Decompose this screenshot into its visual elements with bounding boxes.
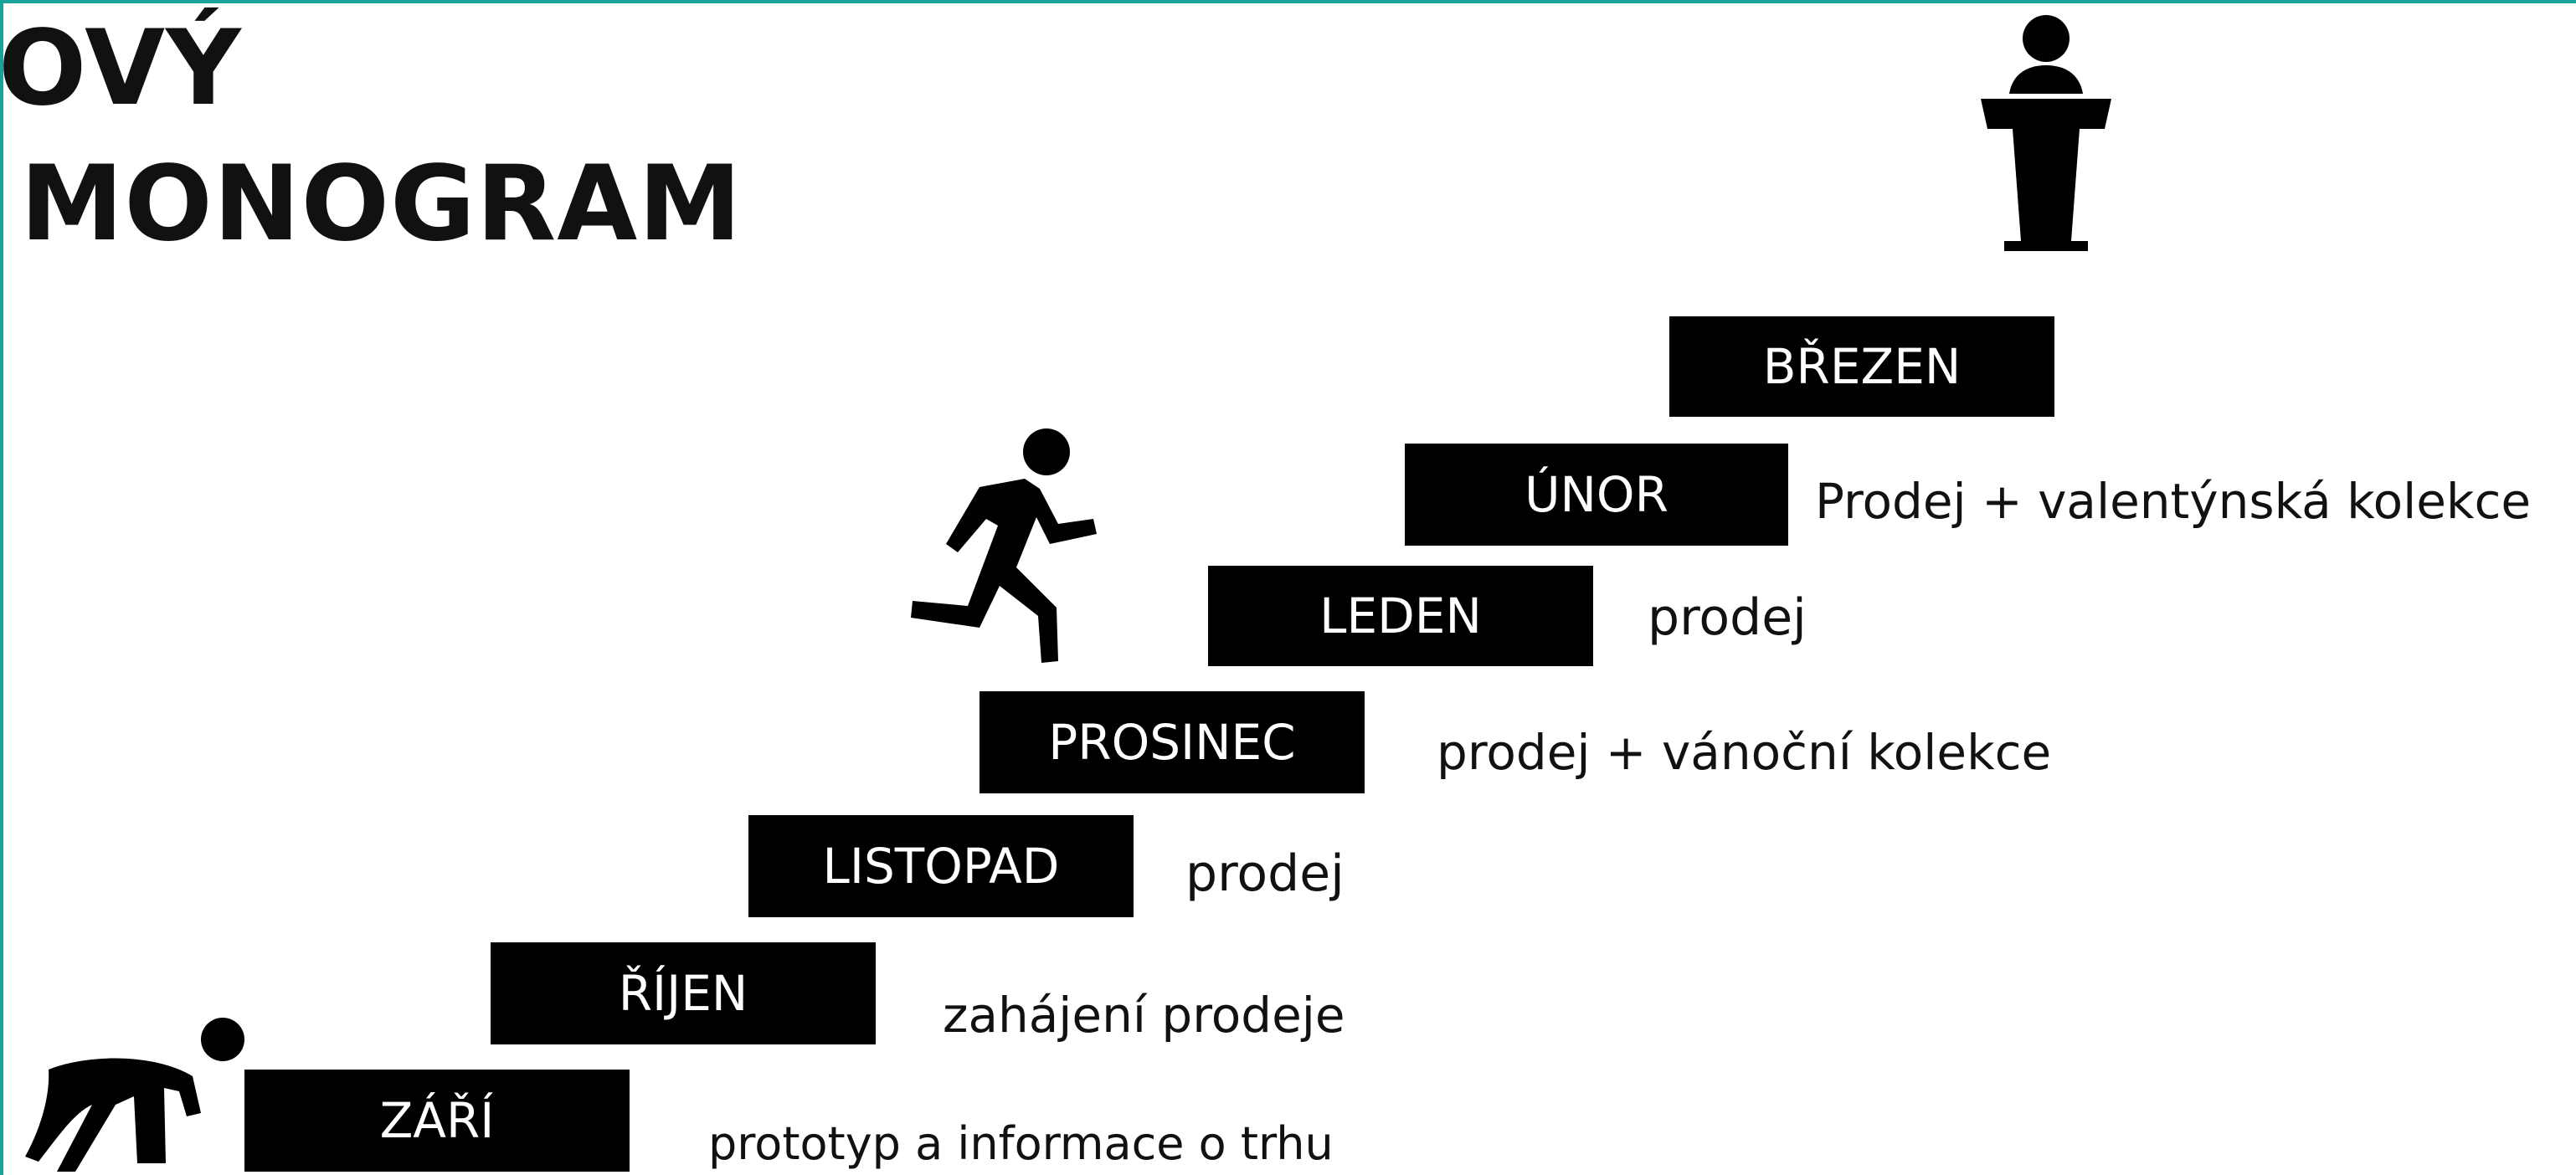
title-line-1: OVÝ bbox=[0, 8, 242, 129]
running-person-icon bbox=[911, 428, 1097, 663]
step-unor-desc: Prodej + valentýnská kolekce bbox=[1815, 473, 2532, 530]
frame-top-border bbox=[0, 0, 2576, 3]
step-zari-desc: prototyp a informace o trhu bbox=[708, 1117, 1334, 1170]
speaker-podium-icon bbox=[1981, 15, 2111, 251]
step-leden: LEDEN bbox=[1208, 566, 1593, 666]
step-prosinec: PROSINEC bbox=[979, 691, 1365, 793]
step-zari: ZÁŘÍ bbox=[244, 1070, 630, 1172]
step-prosinec-desc: prodej + vánoční kolekce bbox=[1437, 724, 2052, 781]
step-unor: ÚNOR bbox=[1405, 444, 1788, 546]
step-rijen: ŘÍJEN bbox=[491, 942, 876, 1044]
title-line-2: MONOGRAM bbox=[20, 144, 743, 264]
step-listopad-desc: prodej bbox=[1185, 844, 1345, 903]
step-rijen-desc: zahájení prodeje bbox=[943, 987, 1345, 1044]
frame-left-border bbox=[0, 0, 3, 1175]
step-leden-desc: prodej bbox=[1648, 588, 1807, 647]
step-listopad: LISTOPAD bbox=[748, 815, 1134, 917]
crouching-runner-icon bbox=[25, 1018, 244, 1172]
step-brezen: BŘEZEN bbox=[1669, 316, 2054, 417]
